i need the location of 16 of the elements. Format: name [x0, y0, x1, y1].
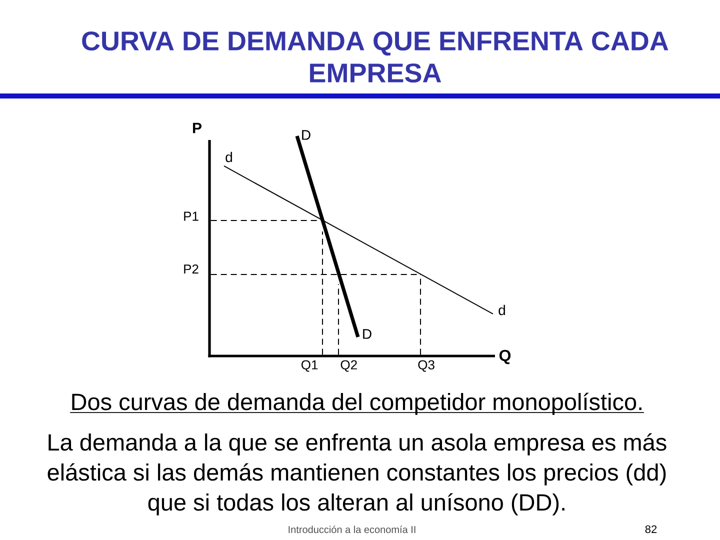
tick-label: Q3 [418, 360, 434, 372]
curve-label: D [302, 130, 310, 140]
title: CURVA DE DEMANDA QUE ENFRENTA CADA EMPRESA [82, 31, 668, 83]
paragraph: La demanda a la que se enfrenta un asola empresa es más elástica si las demás mantienen constantes los precios (dd) que si todas los alteran al unísono (DD). [48, 433, 666, 516]
page-number: 82 [645, 525, 657, 534]
tick-label: Q2 [340, 360, 357, 372]
caption: Dos curvas de demanda del competidor monopolístico. [70, 392, 644, 415]
curve-label: D [363, 329, 372, 339]
footer: Introducción a la economía II [288, 526, 416, 534]
axis-label: Q [499, 350, 511, 364]
curve-label: d [498, 304, 505, 316]
tick-label: P2 [184, 264, 198, 274]
curve-label: d [226, 152, 232, 162]
tick-label: P1 [184, 212, 198, 221]
axis-label: P [193, 122, 202, 134]
tick-label: Q1 [302, 360, 318, 372]
